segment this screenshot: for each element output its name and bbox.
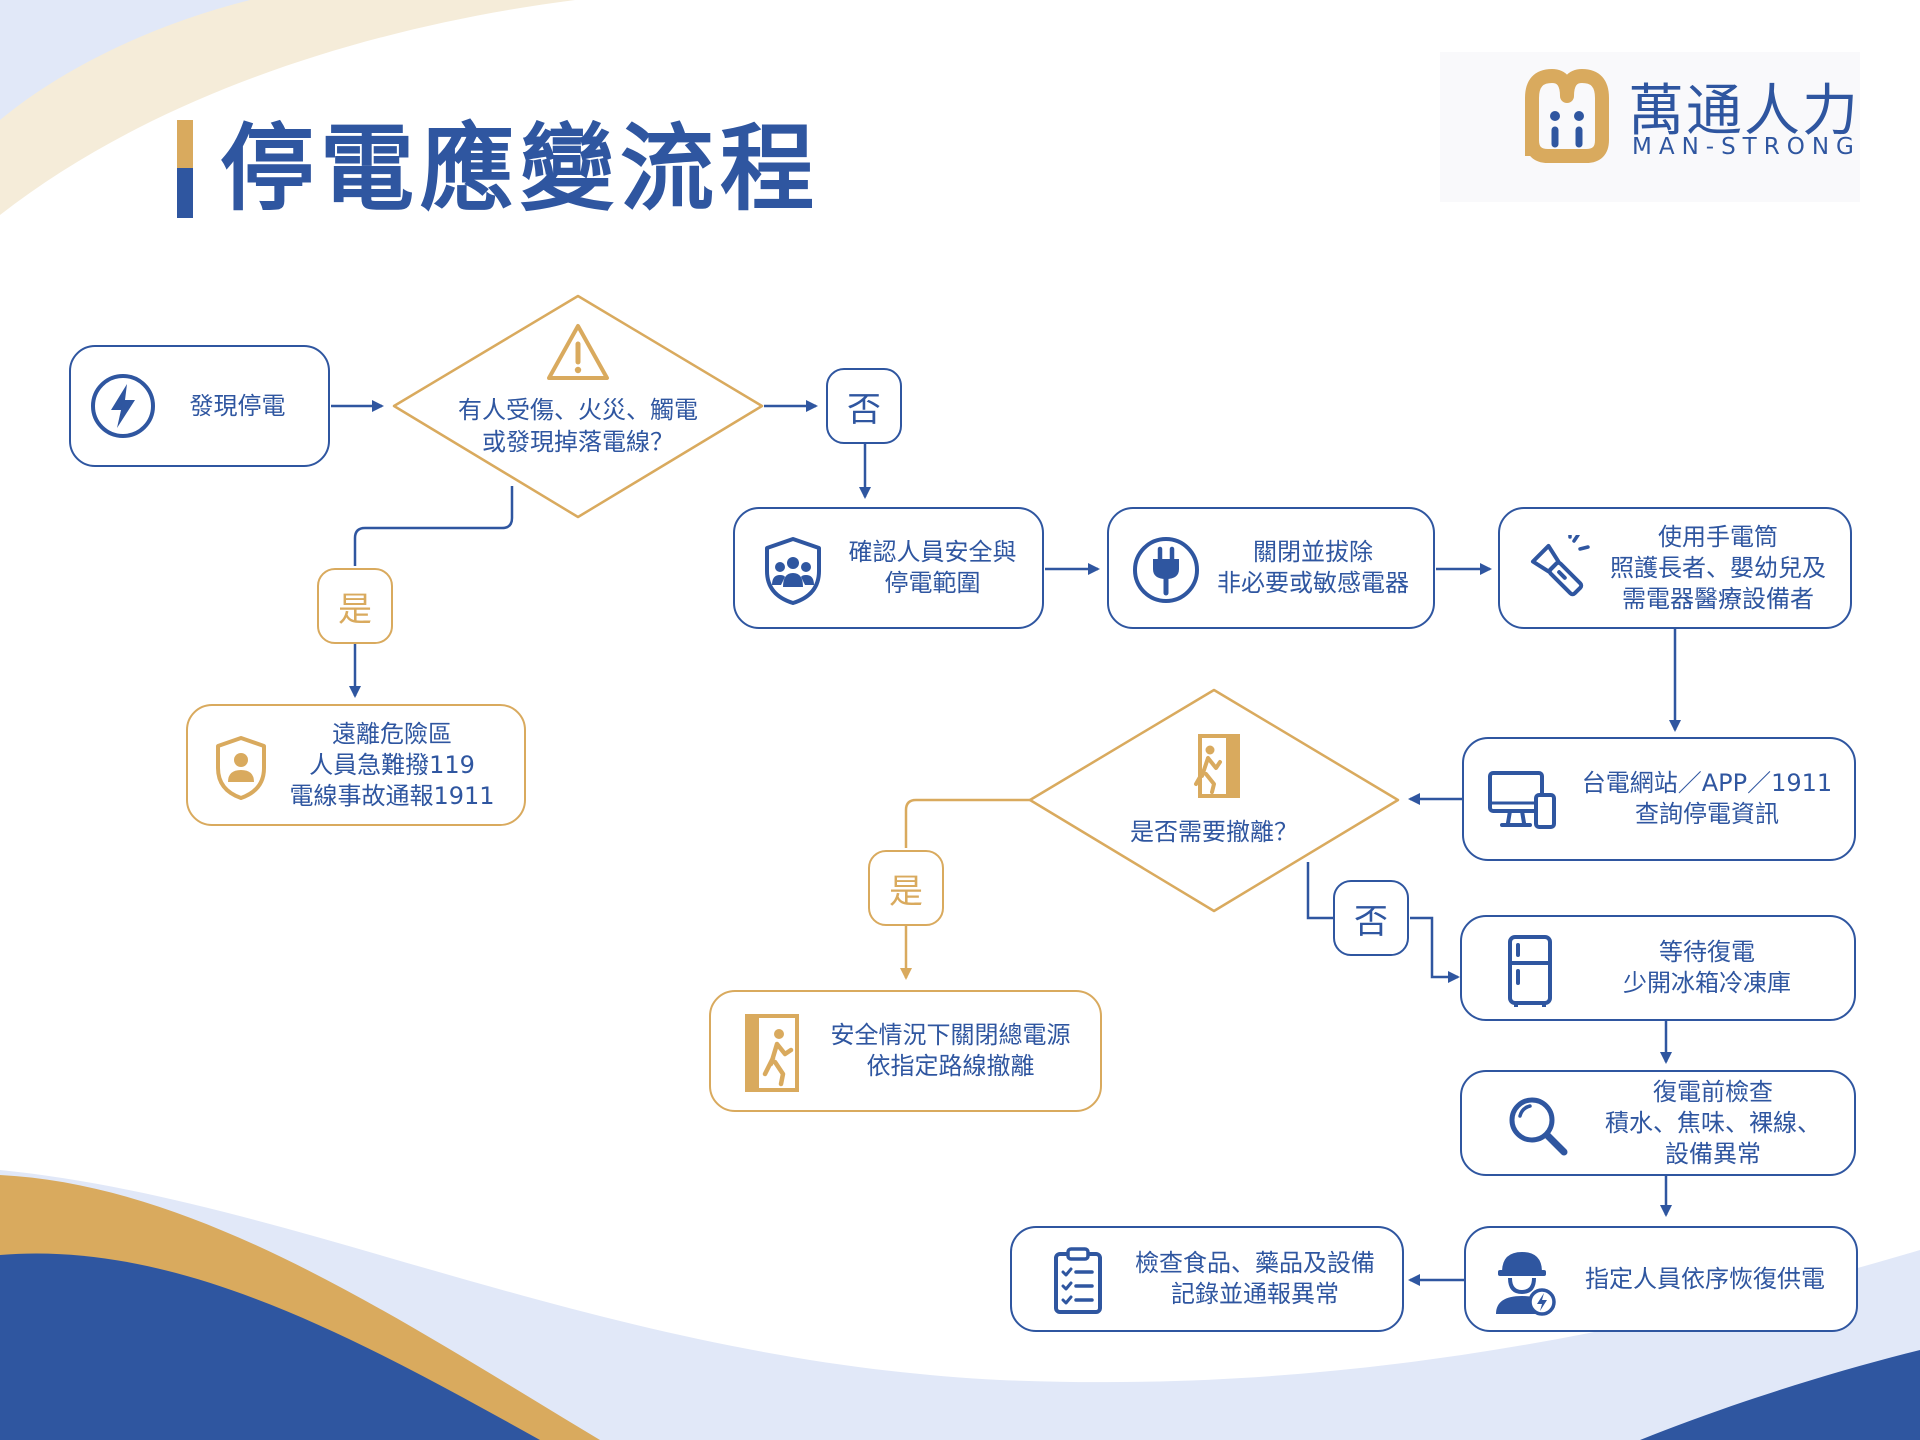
shield-group-icon [765,537,821,605]
worker-icon [1496,1252,1556,1316]
step-check-outage-info: 台電網站／APP／1911 查詢停電資訊 [1462,737,1856,861]
company-logo: 萬通人力 MAN-STRONG [1440,52,1860,202]
plug-icon [1133,537,1199,603]
decision-text-evacuate: 是否需要撤離？ [1130,818,1298,846]
step-text: 檢查食品、藥品及設備 記錄並通報異常 [1135,1249,1375,1308]
clipboard-icon [1054,1247,1102,1314]
step-unplug-appliances: 關閉並拔除 非必要或敏感電器 [1107,507,1435,629]
step-text: 遠離危險區 人員急難撥119 電線事故通報1911 [289,719,495,810]
step-text: 指定人員依序恢復供電 [1585,1264,1825,1293]
step-text: 復電前檢查 積水、焦味、裸線、 設備異常 [1605,1077,1821,1168]
step-evacuate-route: 安全情況下關閉總電源 依指定路線撤離 [709,990,1102,1112]
decision-diamond-injury [392,294,764,519]
logo-mark-icon [1525,69,1609,163]
step-text: 台電網站／APP／1911 查詢停電資訊 [1581,769,1833,828]
step-text: 確認人員安全與 停電範圍 [848,538,1017,597]
branch-label-yes-1: 是 [317,568,393,644]
step-restore-power: 指定人員依序恢復供電 [1464,1226,1858,1332]
branch-label-no-1: 否 [826,368,902,444]
step-text: 安全情況下關閉總電源 依指定路線撤離 [830,1021,1071,1080]
flashlight-icon [1530,535,1590,597]
step-wait-for-power: 等待復電 少開冰箱冷凍庫 [1460,915,1856,1021]
devices-icon [1488,771,1556,829]
step-text: 使用手電筒 照護長者、嬰幼兒及 需電器醫療設備者 [1610,522,1826,613]
magnifier-icon [1509,1097,1568,1156]
step-precheck: 復電前檢查 積水、焦味、裸線、 設備異常 [1460,1070,1856,1176]
page-title: 停電應變流程 [220,115,821,224]
exit-door-icon [1194,734,1240,798]
branch-label-yes-2: 是 [868,850,944,926]
exit-door-icon [745,1014,799,1092]
step-use-flashlight: 使用手電筒 照護長者、嬰幼兒及 需電器醫療設備者 [1498,507,1852,629]
step-text: 發現停電 [189,391,286,420]
step-inspect-and-report: 檢查食品、藥品及設備 記錄並通報異常 [1010,1226,1404,1332]
logo-name-en: MAN-STRONG [1632,134,1861,160]
step-text: 關閉並拔除 非必要或敏感電器 [1217,538,1409,597]
shield-person-icon [216,736,266,800]
step-text: 等待復電 少開冰箱冷凍庫 [1623,938,1791,997]
branch-label-no-2: 否 [1333,880,1409,956]
step-discover-outage: 發現停電 [69,345,330,467]
fridge-icon [1508,935,1552,1007]
logo-name-cn: 萬通人力 [1628,79,1860,144]
lightning-icon [91,374,155,438]
decision-text-injury: 有人受傷、火災、觸電 或發現掉落電線？ [458,396,698,456]
step-confirm-safety: 確認人員安全與 停電範圍 [733,507,1044,629]
decision-diamond-evacuate [1028,688,1400,913]
step-leave-danger-zone: 遠離危險區 人員急難撥119 電線事故通報1911 [186,704,526,826]
warning-icon [547,324,609,380]
title-accent-bar [177,120,193,218]
